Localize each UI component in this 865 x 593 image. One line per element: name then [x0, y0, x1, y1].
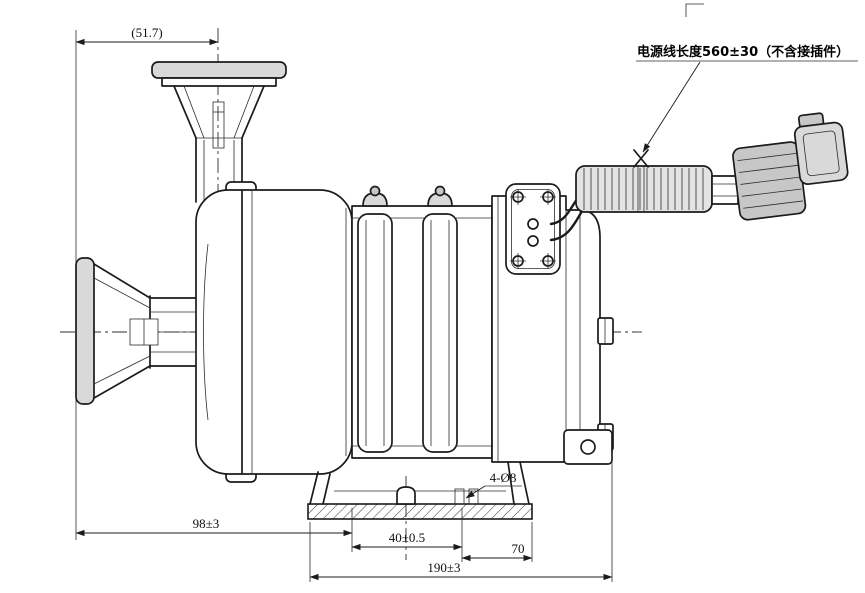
dim-text-190: 190±3: [427, 560, 460, 575]
cable-note-text: 电源线长度560±30（不含接插件）: [637, 44, 849, 60]
tie-rod-strip-right-lines: [430, 220, 450, 446]
terminal-box: [505, 183, 586, 275]
left-inlet-neck-inner: [150, 311, 196, 353]
dome-nut-right-cap: [434, 185, 446, 197]
end-cap-tab-upper: [597, 317, 614, 345]
tie-rod-strip-left: [357, 213, 393, 453]
top-inlet-funnel-inner: [183, 85, 255, 139]
left-inlet-port: [75, 30, 197, 540]
cable-assembly: [575, 3, 849, 221]
pump-volute: [195, 181, 353, 483]
connector-head: [793, 121, 849, 185]
sleeve-corrugations: [583, 168, 704, 210]
callouts: 4-Ø8 电源线长度560±30（不含接插件）: [465, 44, 858, 499]
connector-head-inner: [802, 130, 840, 177]
base-plate-hatched: [307, 503, 533, 520]
corner-mark: [685, 3, 704, 17]
top-inlet-flange: [151, 61, 287, 79]
hole-callout-leader: [465, 485, 486, 499]
connector-ridges: [737, 152, 803, 209]
connector-plug: [732, 112, 849, 221]
left-inlet-plug-lines: [143, 319, 196, 345]
terminal-box-inner: [511, 189, 555, 269]
motor-body: [351, 185, 493, 459]
volute-contour: [203, 243, 209, 421]
left-inlet-cone-inner: [93, 277, 151, 385]
cable-note-leader: [642, 61, 701, 153]
end-cap-foot-hole: [580, 439, 596, 455]
terminal-bolt-crosses: [510, 189, 556, 269]
cable-link-lines: [712, 183, 738, 197]
top-inlet-funnel: [173, 85, 265, 139]
hole-callout-text: 4-Ø8: [490, 470, 517, 485]
dim-text-top-width: (51.7): [131, 25, 162, 40]
base-hole-left: [454, 488, 465, 505]
cable-link: [711, 175, 739, 205]
dim-text-98: 98±3: [193, 516, 220, 531]
dome-nut-left-cap: [369, 185, 381, 197]
top-inlet-flange-collar: [161, 77, 277, 87]
left-inlet-flange: [75, 257, 95, 405]
left-inlet-neck: [149, 297, 197, 367]
mounting-base: [307, 461, 533, 520]
dim-text-70: 70: [512, 541, 525, 556]
tie-rod-strip-right: [422, 213, 458, 453]
dim-text-40: 40±0.5: [389, 530, 425, 545]
terminal-gland-upper: [527, 218, 539, 230]
cable-tie-cross: [633, 149, 649, 168]
dimensions: (51.7) 98±3 40±0.5 70 190±3: [75, 25, 613, 582]
base-legs: [309, 461, 530, 505]
volute-body: [195, 189, 353, 475]
terminal-gland-lower: [527, 235, 539, 247]
top-inlet-slot: [212, 101, 225, 149]
base-center-notch: [396, 486, 416, 505]
tie-rod-strip-left-lines: [365, 220, 385, 446]
end-cap-seams: [497, 196, 581, 462]
end-cap-foot: [563, 429, 613, 465]
top-inlet-port: [151, 61, 287, 203]
cable-tie-band: [637, 166, 645, 212]
